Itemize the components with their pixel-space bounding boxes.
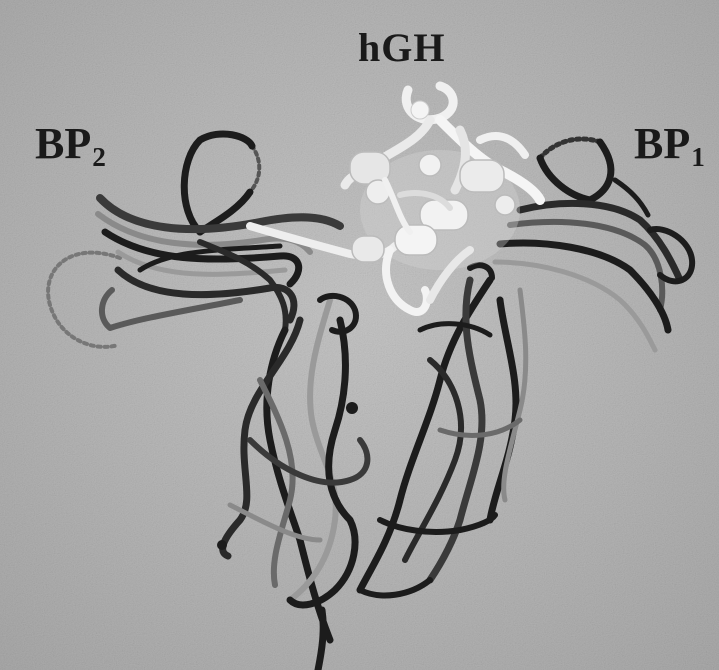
hgh-label-text: hGH xyxy=(358,25,445,70)
bp2-label-subscript: 2 xyxy=(92,142,106,172)
bp1-label: BP1 xyxy=(634,122,705,166)
bp1-label-text: BP xyxy=(634,119,690,168)
bp2-label-text: BP xyxy=(35,119,91,168)
bp2-label: BP2 xyxy=(35,122,106,166)
bp1-label-subscript: 1 xyxy=(691,142,705,172)
hgh-label: hGH xyxy=(358,28,445,68)
